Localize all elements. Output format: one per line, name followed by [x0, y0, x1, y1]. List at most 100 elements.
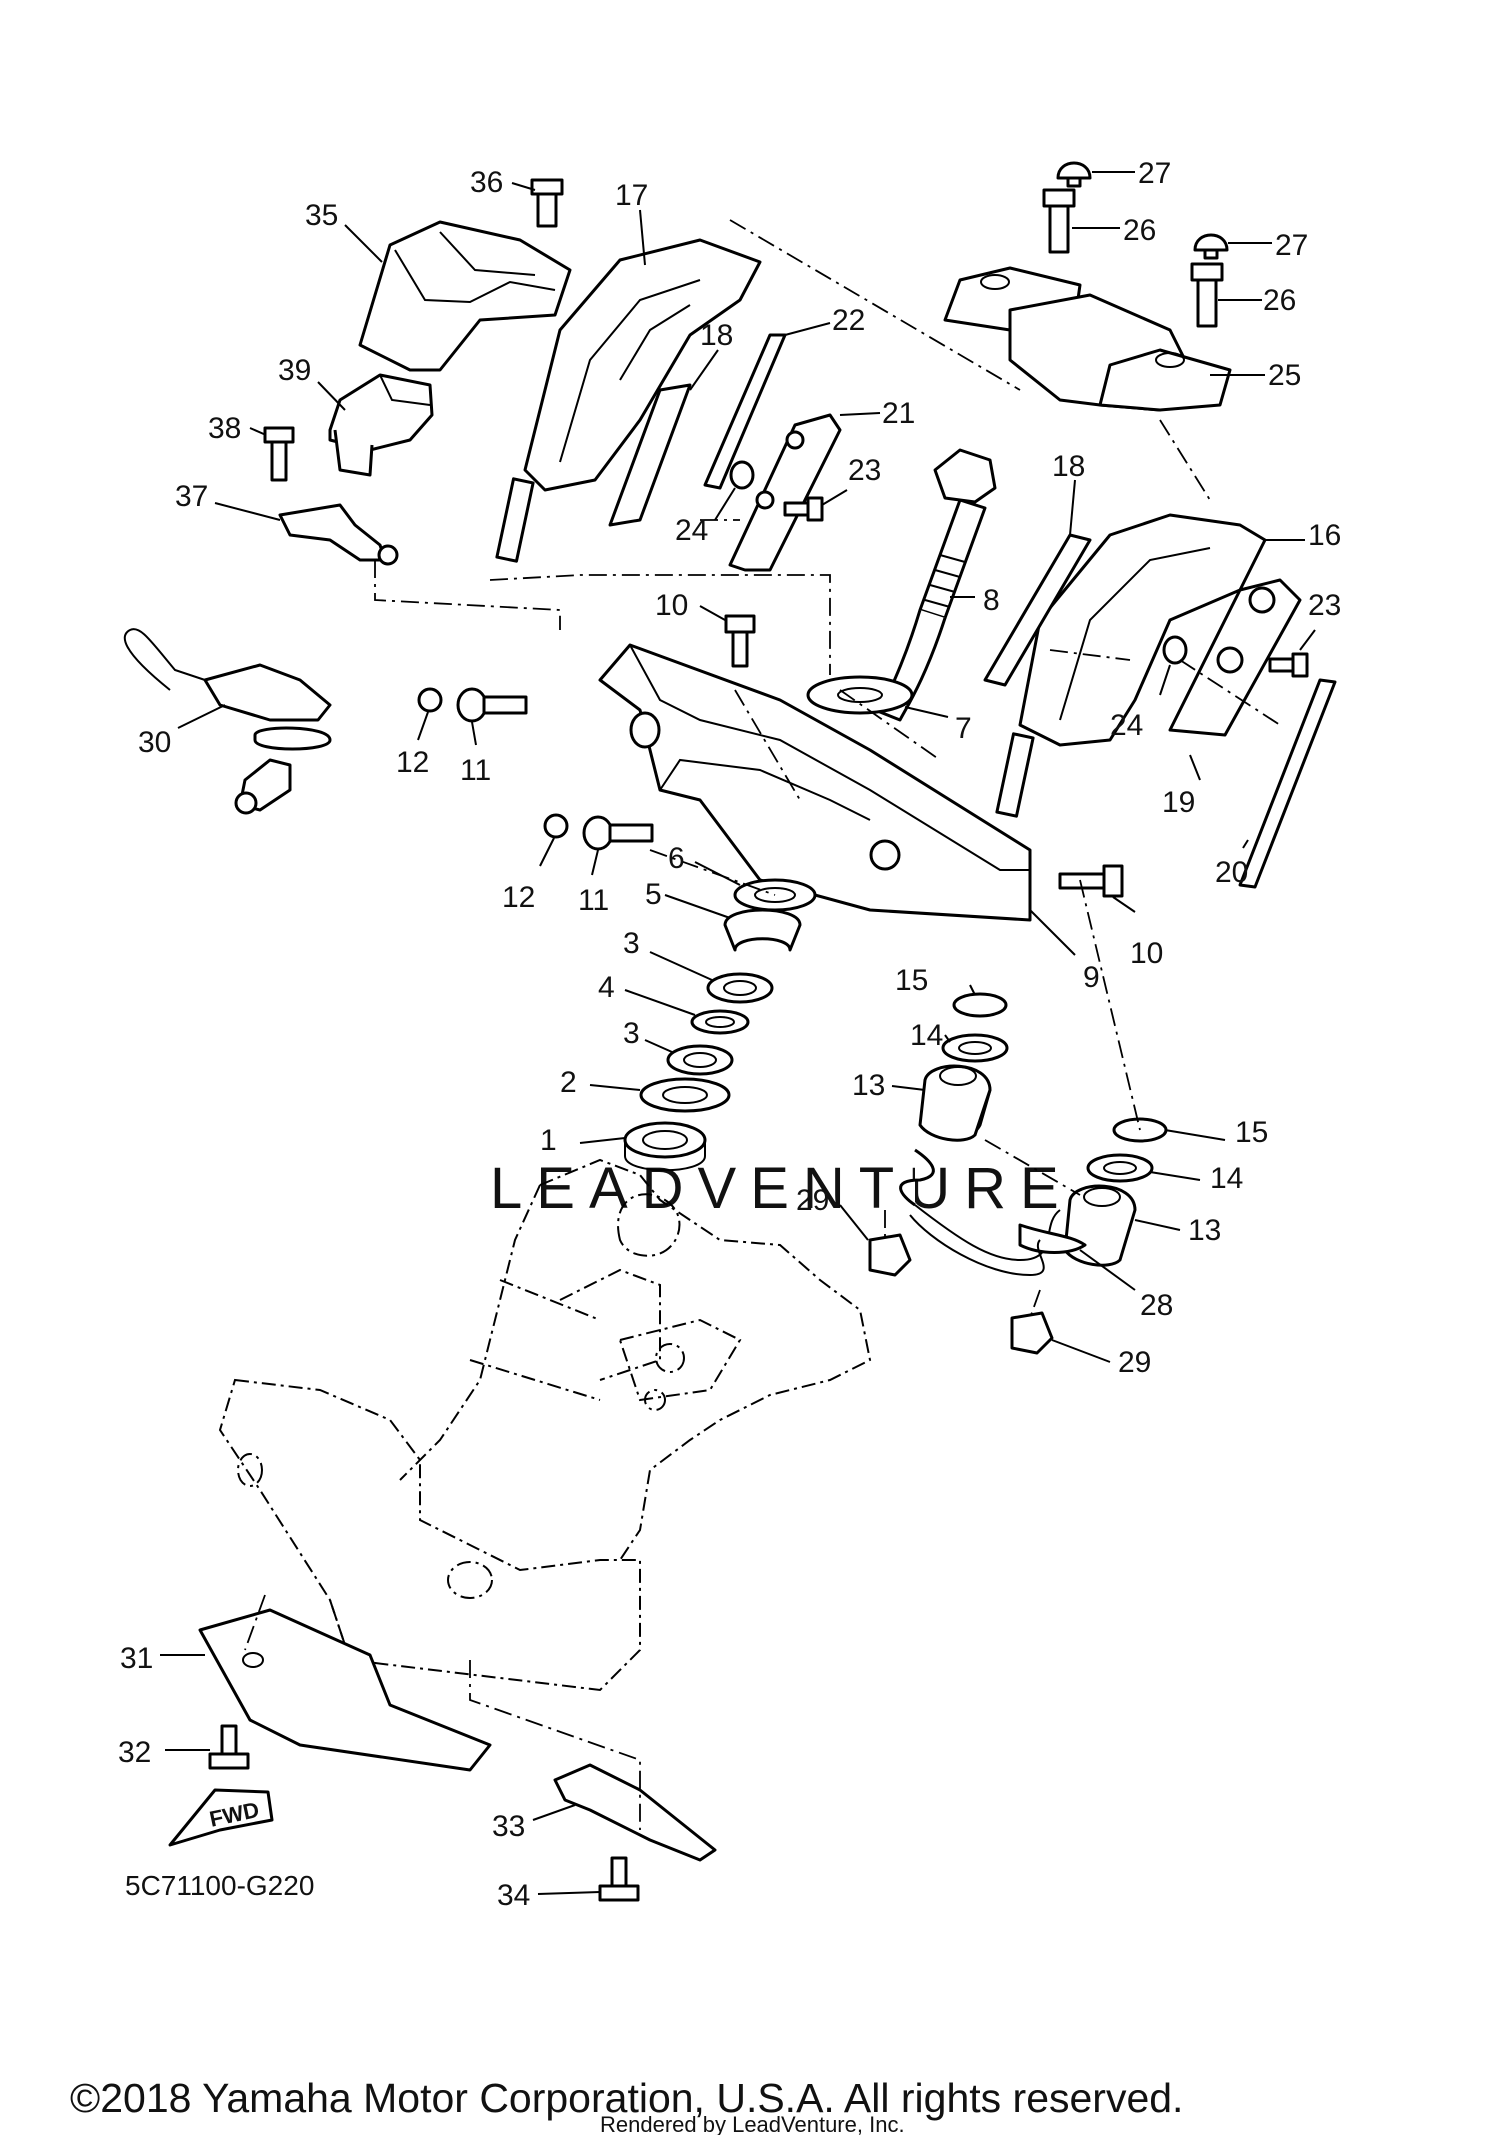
part-39-connector — [328, 373, 434, 477]
callout-17: 17 — [615, 179, 648, 212]
frame-head-pipe — [218, 1158, 872, 1692]
part-33-bracket — [553, 1763, 717, 1862]
callout-24-a: 24 — [675, 514, 708, 547]
callout-29-b: 29 — [1118, 1346, 1151, 1379]
callout-25: 25 — [1268, 359, 1301, 392]
part-13-bushing-a — [918, 1064, 992, 1142]
part-11-bolt-a — [456, 687, 528, 723]
callout-26-a: 26 — [1123, 214, 1156, 247]
part-27-cap-a — [1056, 161, 1092, 188]
callout-26-b: 26 — [1263, 284, 1296, 317]
part-20-strip — [1238, 678, 1337, 889]
callout-7: 7 — [955, 712, 972, 745]
callout-38: 38 — [208, 412, 241, 445]
callout-19: 19 — [1162, 786, 1195, 819]
callout-14-b: 14 — [1210, 1162, 1243, 1195]
part-21-plate — [728, 413, 842, 572]
diagram-code: 5C71100-G220 — [125, 1870, 314, 1901]
part-13-bushing-b — [1063, 1184, 1137, 1267]
callout-4: 4 — [598, 971, 615, 1004]
part-12-cap-a — [417, 687, 443, 713]
callout-13-b: 13 — [1188, 1214, 1221, 1247]
callout-13-a: 13 — [852, 1069, 885, 1102]
part-3-nut-lower — [666, 1044, 734, 1076]
assembly-lines — [244, 219, 1281, 1830]
part-35-cover — [358, 220, 572, 372]
callout-12-a: 12 — [396, 746, 429, 779]
callout-11-b: 11 — [578, 884, 609, 917]
part-18-pad-left — [608, 383, 692, 527]
callout-11-a: 11 — [460, 754, 491, 787]
part-3-nut-upper — [706, 972, 774, 1004]
part-15-washer-a — [952, 992, 1008, 1018]
callout-3-upper: 3 — [623, 927, 640, 960]
callout-18-b: 18 — [1052, 450, 1085, 483]
callout-39: 39 — [278, 354, 311, 387]
part-27-cap-b — [1193, 233, 1229, 260]
callout-10-b: 10 — [1130, 937, 1163, 970]
callout-30: 30 — [138, 726, 171, 759]
callout-23-b: 23 — [1308, 589, 1341, 622]
callout-22: 22 — [832, 304, 865, 337]
callout-20: 20 — [1215, 856, 1248, 889]
part-29-nut-b — [1010, 1311, 1054, 1355]
callout-29-a: 29 — [796, 1184, 829, 1217]
part-34-bolt — [598, 1856, 640, 1902]
part-19-plate — [1168, 578, 1302, 737]
part-2-washer — [639, 1077, 731, 1113]
callout-36: 36 — [470, 166, 503, 199]
part-37-clip — [278, 503, 399, 566]
part-8-bolt — [878, 448, 997, 722]
part-31-plate — [198, 1608, 492, 1772]
rendered-by-notice: Rendered by LeadVenture, Inc. — [600, 2112, 905, 2135]
callout-2: 2 — [560, 1066, 577, 1099]
part-12-cap-b — [543, 813, 569, 839]
copyright-notice: ©2018 Yamaha Motor Corporation, U.S.A. A… — [70, 2075, 1183, 2121]
part-28-wire — [899, 1148, 1087, 1277]
part-23-screw-a — [783, 496, 824, 522]
part-38-bolt — [263, 426, 295, 482]
callout-12-b: 12 — [502, 881, 535, 914]
fwd-arrow-icon: FWD — [168, 1788, 274, 1847]
callout-10-a: 10 — [655, 589, 688, 622]
callout-28: 28 — [1140, 1289, 1173, 1322]
part-24-nut-b — [1162, 635, 1188, 665]
callout-23-a: 23 — [848, 454, 881, 487]
callout-14-a: 14 — [910, 1019, 943, 1052]
callout-15-a: 15 — [895, 964, 928, 997]
part-5-washer — [723, 908, 802, 952]
callout-3-lower: 3 — [623, 1017, 640, 1050]
part-14-washer-a — [941, 1033, 1009, 1063]
part-32-bolt — [208, 1724, 250, 1770]
part-17-riser — [495, 238, 762, 563]
part-11-bolt-b — [582, 815, 654, 851]
callout-6: 6 — [668, 842, 685, 875]
part-9-holder — [598, 643, 1032, 922]
callout-1: 1 — [540, 1124, 557, 1157]
callout-5: 5 — [645, 878, 662, 911]
part-23-screw-b — [1268, 652, 1309, 678]
part-14-washer-b — [1086, 1153, 1154, 1183]
callouts: 1 2 3 3 4 5 6 7 8 9 10 10 11 — [118, 157, 1341, 1912]
callout-8: 8 — [983, 584, 1000, 617]
callout-34: 34 — [497, 1879, 530, 1912]
callout-27-b: 27 — [1275, 229, 1308, 262]
part-24-nut-a — [729, 460, 755, 490]
part-4-washer — [690, 1009, 750, 1035]
callout-27-a: 27 — [1138, 157, 1171, 190]
callout-33: 33 — [492, 1810, 525, 1843]
part-7-washer — [806, 675, 914, 715]
part-26-bolt-a — [1042, 188, 1076, 254]
part-10-bolt-a — [724, 614, 756, 668]
callout-9: 9 — [1083, 961, 1100, 994]
part-36-bolt — [530, 178, 564, 228]
callout-16: 16 — [1308, 519, 1341, 552]
part-25-clamp — [943, 266, 1232, 412]
watermark: LEADVENTURE — [490, 1156, 1073, 1221]
callout-18-a: 18 — [700, 319, 733, 352]
part-16-riser — [995, 513, 1267, 818]
callout-24-b: 24 — [1110, 709, 1143, 742]
callout-31: 31 — [120, 1642, 153, 1675]
part-10-bolt-b — [1058, 864, 1124, 898]
